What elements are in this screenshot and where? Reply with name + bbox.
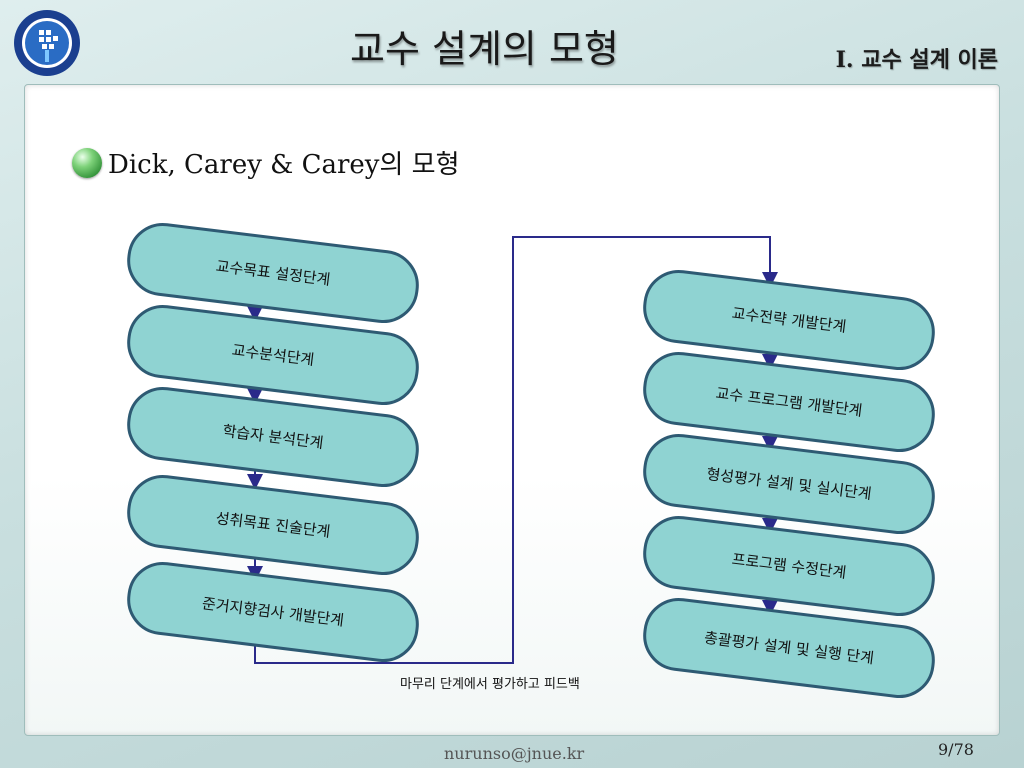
step-box-shape bbox=[127, 474, 419, 576]
step-box-shape bbox=[643, 515, 935, 617]
left-step-5: 준거지향검사 개발단계 bbox=[127, 561, 419, 663]
page-title: 교수 설계의 모형 bbox=[350, 27, 619, 71]
left-step-4: 성취목표 진술단계 bbox=[127, 474, 419, 576]
right-step-2: 교수 프로그램 개발단계 bbox=[643, 351, 935, 453]
page-number: 9/78 bbox=[938, 740, 974, 759]
right-step-5: 총괄평가 설계 및 실행 단계 bbox=[643, 597, 935, 699]
step-box-shape bbox=[127, 304, 419, 406]
step-box-shape bbox=[127, 386, 419, 488]
university-seal-icon bbox=[14, 10, 80, 76]
step-box-shape bbox=[643, 597, 935, 699]
step-box-shape bbox=[643, 351, 935, 453]
green-orb-bullet-icon bbox=[72, 147, 102, 178]
step-box-shape bbox=[127, 222, 419, 324]
subtitle-text: Dick, Carey & Carey의 모형 bbox=[108, 150, 460, 180]
right-step-4: 프로그램 수정단계 bbox=[643, 515, 935, 617]
subtitle: Dick, Carey & Carey의 모형 bbox=[72, 144, 460, 181]
left-step-2: 교수분석단계 bbox=[127, 304, 419, 406]
step-box-shape bbox=[643, 269, 935, 371]
right-step-3: 형성평가 설계 및 실시단계 bbox=[643, 433, 935, 535]
footer-email[interactable]: nurunso@jnue.kr bbox=[444, 744, 585, 763]
section-label: I. 교수 설계 이론 bbox=[835, 47, 998, 73]
left-step-3: 학습자 분석단계 bbox=[127, 386, 419, 488]
left-step-1: 교수목표 설정단계 bbox=[127, 222, 419, 324]
feedback-label: 마무리 단계에서 평가하고 피드백 bbox=[400, 677, 580, 692]
right-step-1: 교수전략 개발단계 bbox=[643, 269, 935, 371]
step-box-shape bbox=[643, 433, 935, 535]
step-box-shape bbox=[127, 561, 419, 663]
feedback-connector-arrow bbox=[254, 236, 778, 664]
